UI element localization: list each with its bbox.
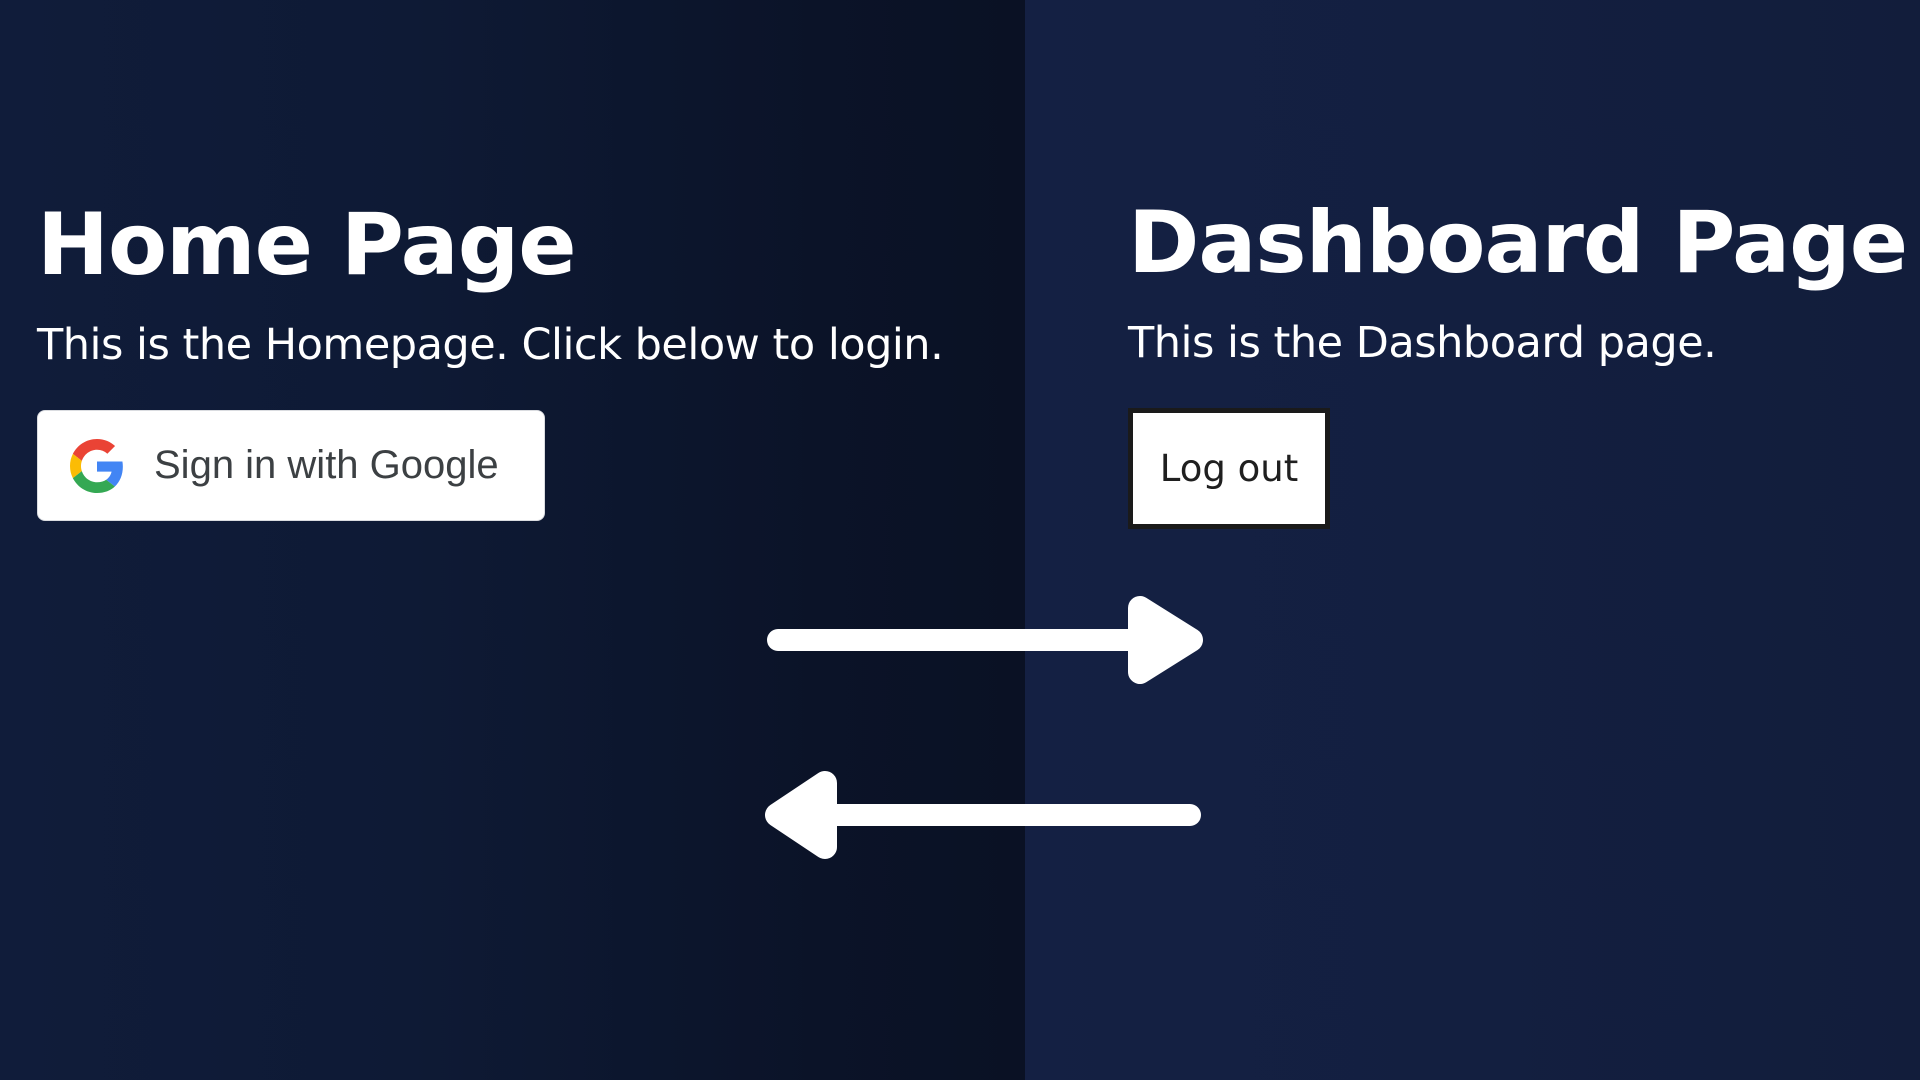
dashboard-page-subtitle: This is the Dashboard page. [1128,318,1717,368]
home-page-panel: Home Page This is the Homepage. Click be… [0,0,1025,1080]
home-page-title: Home Page [37,195,577,295]
log-out-button[interactable]: Log out [1128,408,1330,529]
home-page-subtitle: This is the Homepage. Click below to log… [37,320,944,370]
google-g-icon [70,438,124,493]
google-button-label: Sign in with Google [154,443,499,487]
sign-in-with-google-button[interactable]: Sign in with Google [37,410,545,521]
dashboard-page-title: Dashboard Page [1128,193,1908,293]
dashboard-page-panel: Dashboard Page This is the Dashboard pag… [1025,0,1920,1080]
